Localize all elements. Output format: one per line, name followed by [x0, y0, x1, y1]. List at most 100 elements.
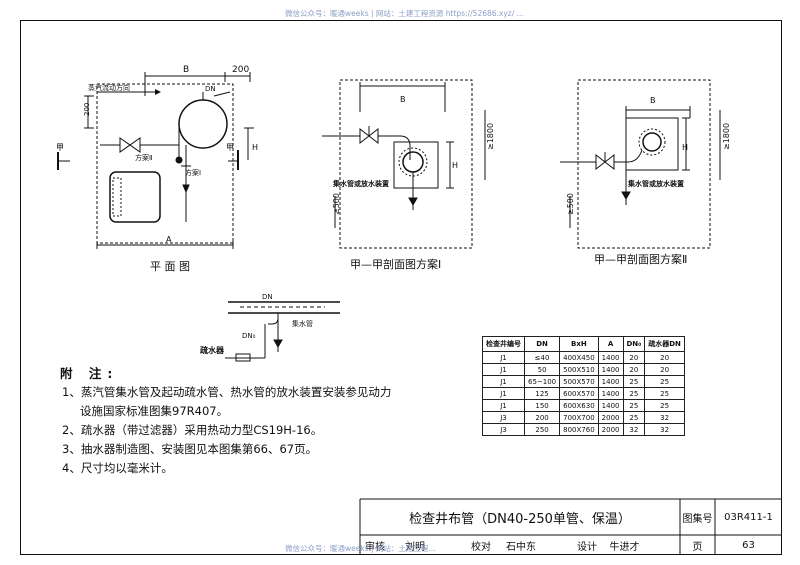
table-cell: 32 [644, 423, 685, 436]
section2-drain-label: 集水管或放水装置 [627, 179, 684, 188]
table-cell: 20 [644, 363, 685, 376]
table-cell: 1400 [597, 387, 624, 400]
table-header: 检查井编号 [482, 336, 525, 352]
watermark-top: 微信公众号：暖通weeks | 网站：土建工程资源 https://52686.… [285, 9, 524, 18]
page-label: 页 [692, 541, 703, 553]
section1-drain-box [393, 141, 439, 189]
note-3: 3、抽水器制造图、安装图见本图集第66、67页。 [62, 442, 318, 456]
table-cell: 20 [622, 363, 646, 376]
table-cell: 25 [622, 399, 646, 412]
plan-section-mark-left: 甲 [56, 143, 64, 152]
table-header-row: 检查井编号 DN BxH A DN₀ 疏水器DN [482, 336, 685, 352]
notes-section: 附 注: 1、蒸汽管集水管及起动疏水管、热水管的放水装置安装参见动力 设施国家标… [60, 364, 392, 478]
section1-caption: 甲—甲剖面图方案Ⅰ [350, 257, 441, 271]
table-header: DN₀ [622, 336, 646, 352]
plan-dim-200-left: 200 [83, 103, 91, 116]
table-cell: J3 [482, 423, 525, 436]
plan-drain-device [109, 171, 161, 223]
table-cell: 700X700 [559, 411, 599, 424]
table-cell: 250 [523, 423, 561, 436]
section-scheme-2 [560, 79, 721, 249]
check-label: 校对 [471, 541, 491, 553]
plan-label-DN: DN [205, 85, 216, 93]
table-cell: 25 [644, 375, 685, 388]
table-cell: 25 [622, 411, 646, 424]
note-1: 1、蒸汽管集水管及起动疏水管、热水管的放水装置安装参见动力 [62, 385, 392, 399]
plan-valve [119, 137, 141, 153]
note-1-cont: 设施国家标准图集97R407。 [80, 404, 229, 418]
plan-label-A: A [166, 235, 172, 244]
table-cell: J1 [482, 399, 525, 412]
section1-dim-500: ≥500 [332, 193, 341, 215]
notes-heading: 附 注: [60, 366, 119, 381]
table-cell: 400X450 [559, 351, 599, 364]
plan-scheme-2: 方案Ⅱ [135, 153, 152, 162]
designer-name: 牛进才 [609, 541, 640, 553]
checker-name: 石中东 [506, 541, 536, 553]
table-cell: J1 [482, 363, 525, 376]
table-cell: J1 [482, 375, 525, 388]
page-number: 63 [742, 539, 755, 551]
table-cell: 1400 [597, 375, 624, 388]
table-header: 疏水器DN [644, 336, 685, 352]
atlas-number: 03R411-1 [724, 511, 773, 523]
section1-label-H: H [452, 161, 458, 170]
table-cell: 32 [622, 423, 646, 436]
plan-steam-direction: 蒸汽流动方向 [88, 83, 130, 92]
reviewer-name: 刘明 [405, 541, 425, 553]
table-cell: 25 [644, 399, 685, 412]
table-cell: 50 [523, 363, 561, 376]
table-cell: 2000 [597, 411, 624, 424]
table-cell: 800X760 [559, 423, 599, 436]
table-cell: J3 [482, 411, 525, 424]
table-header: BxH [559, 336, 599, 352]
atlas-label: 图集号 [682, 513, 713, 525]
main-pipe-circle [178, 99, 228, 149]
table-cell: 600X570 [559, 387, 599, 400]
plan-section-mark-right: 甲 [226, 143, 234, 152]
plan-dim-200-top: 200 [232, 65, 249, 75]
table-cell: 20 [644, 351, 685, 364]
detail-label-DN: DN [262, 293, 273, 301]
plan-caption: 平 面 图 [150, 260, 190, 273]
table-header: A [597, 336, 624, 352]
table-cell: 1400 [597, 399, 624, 412]
section1-label-B: B [400, 95, 406, 104]
section2-pit-outline [577, 79, 711, 249]
table-cell: 600X630 [559, 399, 599, 412]
table-cell: 125 [523, 387, 561, 400]
review-label: 审核 [365, 541, 385, 553]
table-cell: 1400 [597, 351, 624, 364]
table-cell: 25 [622, 375, 646, 388]
watermark-bottom: 微信公众号：暖通weeks | 网站：土建工程... [285, 544, 436, 553]
table-cell: 1400 [597, 363, 624, 376]
design-label: 设计 [577, 541, 597, 553]
section2-drain-box [625, 117, 679, 171]
section2-label-B: B [650, 96, 656, 105]
section2-dim-1800: ≥1800 [722, 123, 731, 150]
section2-caption: 甲—甲剖面图方案Ⅱ [594, 252, 687, 266]
section2-label-H: H [682, 143, 688, 152]
table-cell: 150 [523, 399, 561, 412]
table-header: DN [523, 336, 561, 352]
table-cell: ≤40 [523, 351, 561, 364]
table-cell: 25 [644, 387, 685, 400]
table-cell: 200 [523, 411, 561, 424]
table-cell: 20 [622, 351, 646, 364]
table-cell: 25 [622, 387, 646, 400]
plan-label-H: H [252, 143, 258, 152]
title-block: 检查井布管（DN40-250单管、保温） 图集号 03R411-1 审核 刘明 … [360, 499, 782, 555]
table-cell: J1 [482, 387, 525, 400]
section-scheme-1 [322, 79, 486, 249]
section1-drain-label: 集水管或放水装置 [332, 179, 389, 188]
detail-collector: 集水管 [292, 319, 313, 328]
trap-detail [225, 301, 340, 362]
title-block-grid [359, 498, 782, 555]
note-2: 2、疏水器（带过滤器）采用热动力型CS19H-16。 [62, 423, 323, 437]
